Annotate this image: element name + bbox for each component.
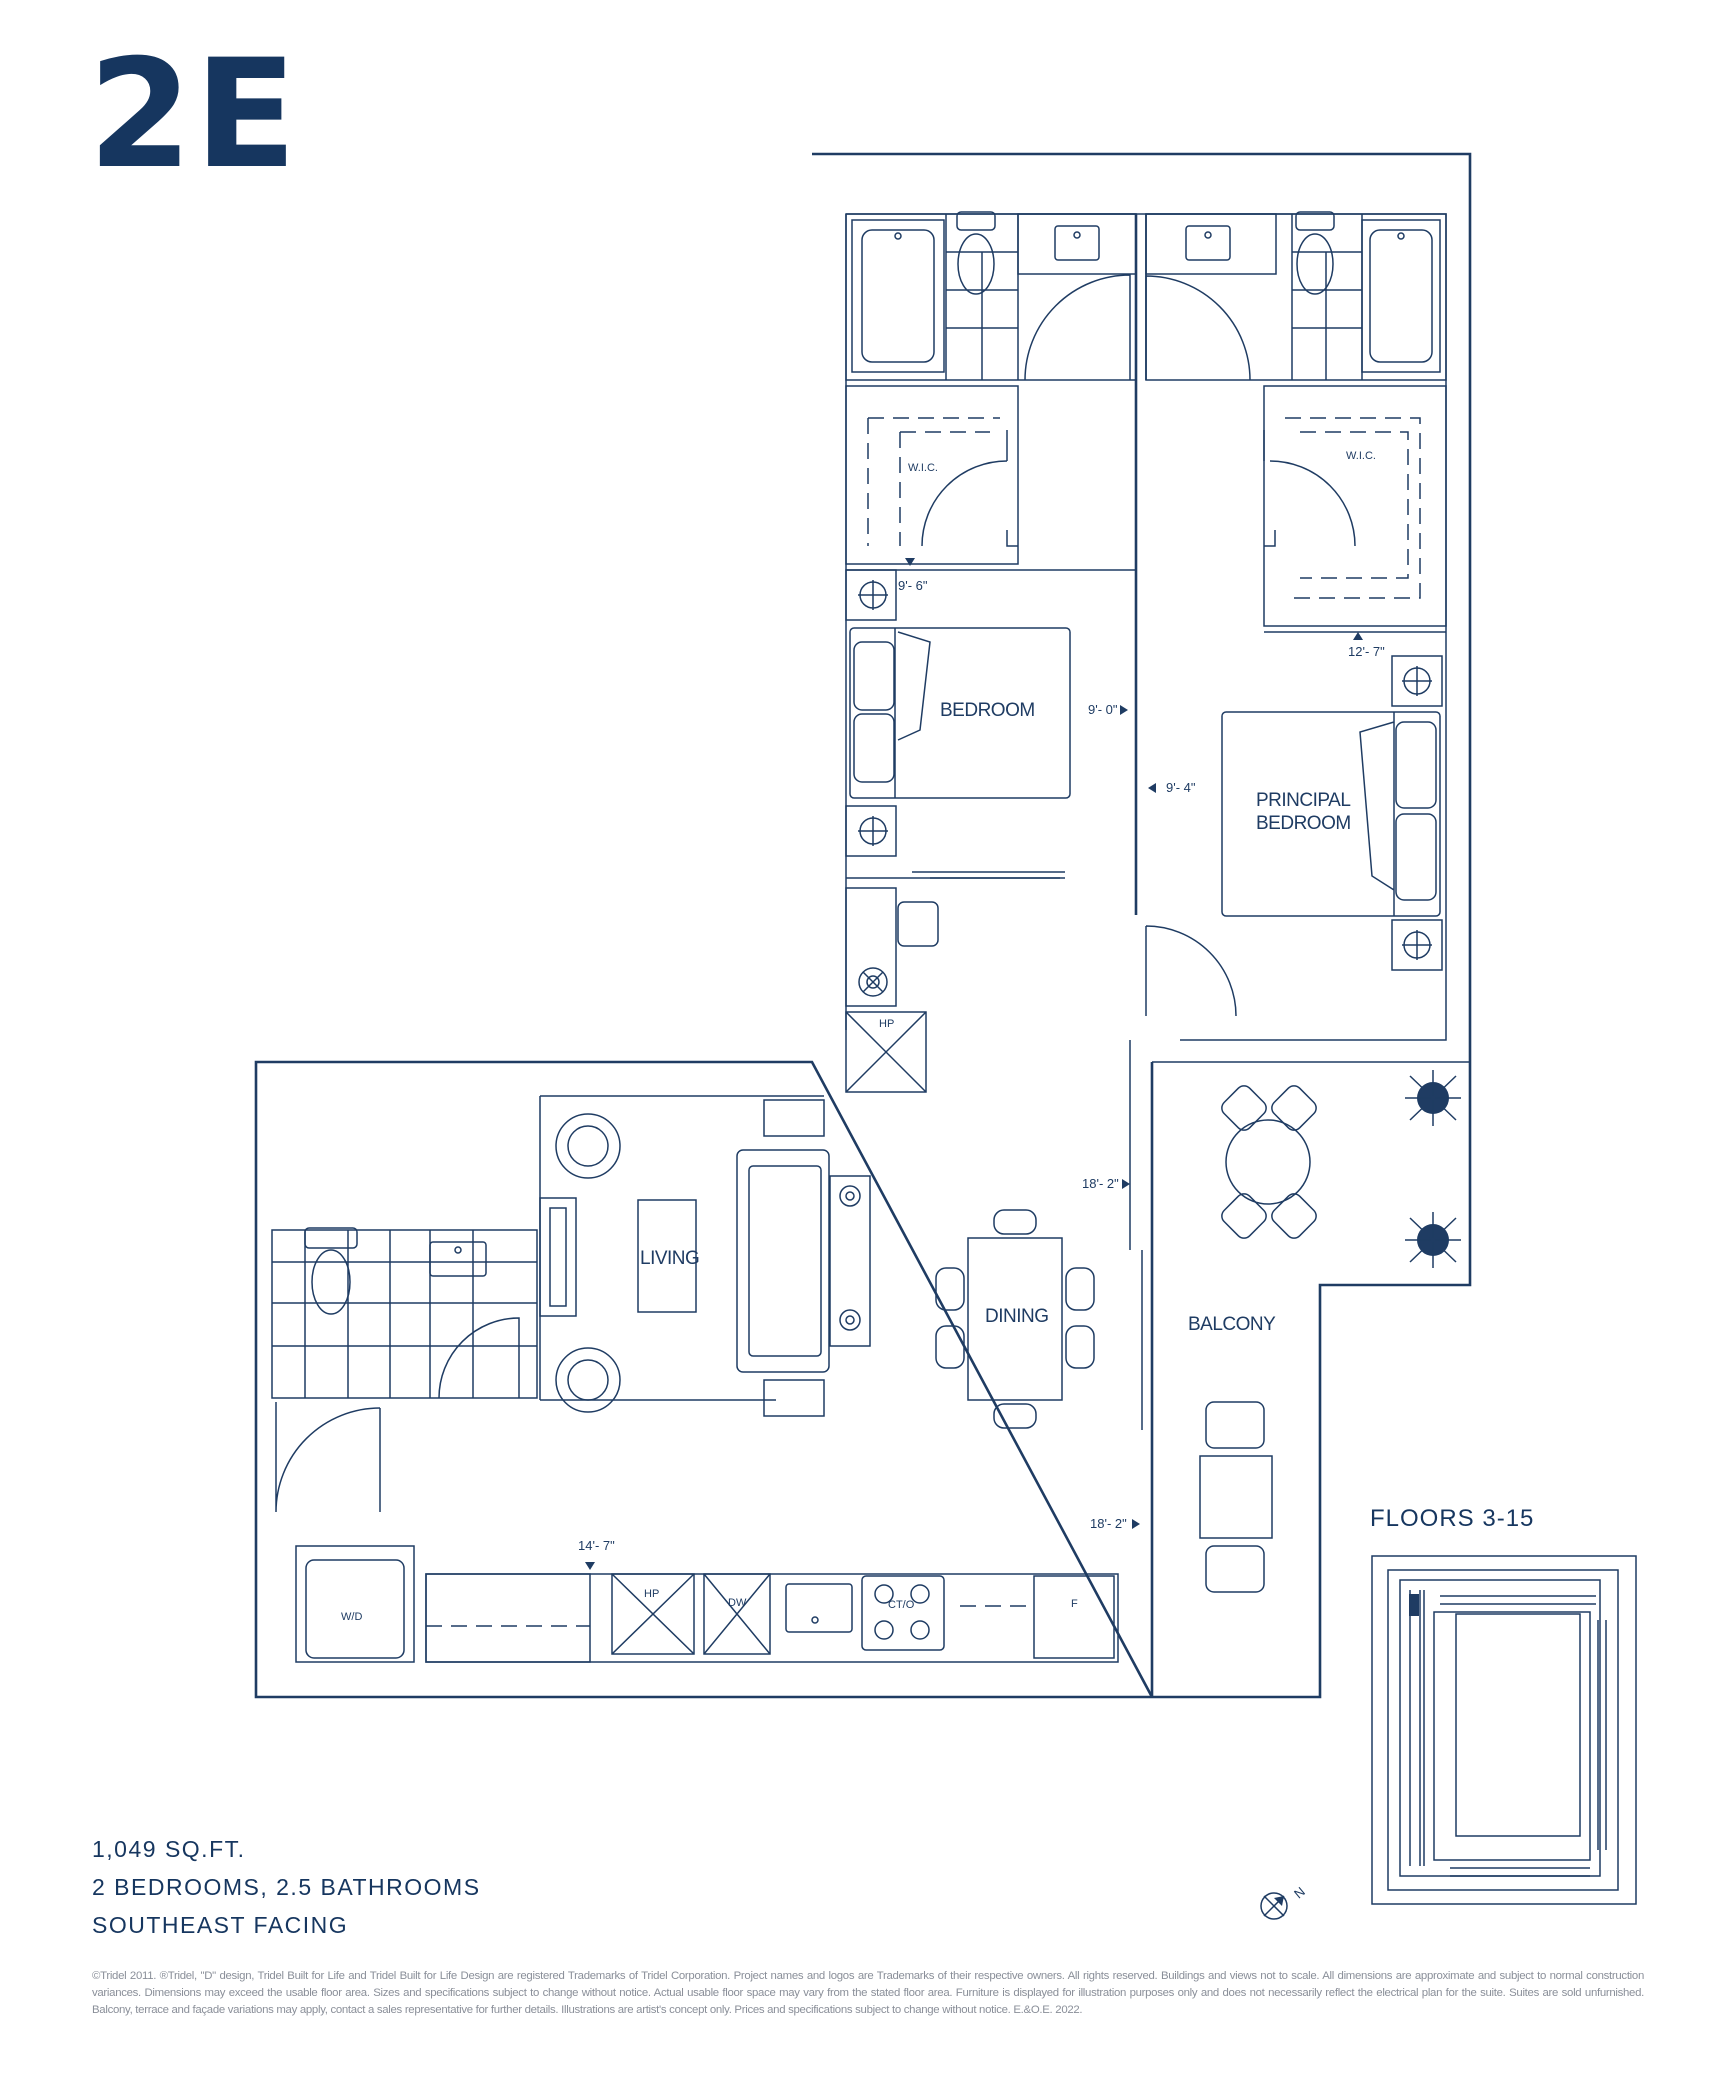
- dim-living-dining-upper: 18'- 2": [1082, 1176, 1119, 1191]
- dim-principal-width: 12'- 7": [1348, 644, 1385, 659]
- dim-living-dining-lower: 18'- 2": [1090, 1516, 1127, 1531]
- bedroom: BEDROOM: [845, 569, 1136, 879]
- suite-stats: 1,049 SQ.FT. 2 BEDROOMS, 2.5 BATHROOMS S…: [92, 1830, 481, 1944]
- fridge-label: F: [1071, 1598, 1078, 1610]
- entry: [275, 1402, 381, 1513]
- unit-name: 2E: [88, 28, 299, 202]
- wic-right: W.I.C.: [1263, 385, 1447, 627]
- hall-storage: HP: [845, 887, 939, 1093]
- key-plan-title: FLOORS 3-15: [1370, 1505, 1535, 1532]
- living-area: LIVING: [539, 1095, 871, 1417]
- suite-area: 1,049 SQ.FT.: [92, 1836, 246, 1862]
- plant-icon: [1405, 1070, 1461, 1126]
- principal-bedroom-label-1: PRINCIPAL: [1256, 790, 1350, 811]
- balcony-label: BALCONY: [1188, 1314, 1276, 1335]
- principal-bedroom: PRINCIPAL BEDROOM: [1145, 631, 1446, 1017]
- cooktop-label: CT/O: [888, 1599, 915, 1611]
- dining-area: DINING: [935, 1209, 1095, 1429]
- principal-bedroom-label-2: BEDROOM: [1256, 813, 1351, 834]
- kitchen: W/D HP DW CT/O F: [295, 1545, 1119, 1663]
- dim-bedroom-width: 9'- 6": [898, 578, 928, 593]
- suite-facing: SOUTHEAST FACING: [92, 1912, 349, 1938]
- dim-bedroom-length: 9'- 0": [1088, 702, 1118, 717]
- north-arrow-icon: N: [1260, 1884, 1308, 1920]
- north-label: N: [1291, 1884, 1308, 1902]
- wic-left: W.I.C.: [845, 385, 1019, 565]
- key-plan: [1371, 1555, 1637, 1905]
- living-label: LIVING: [640, 1248, 699, 1269]
- balcony: BALCONY: [1129, 1039, 1470, 1697]
- legal-disclaimer: ©Tridel 2011. ®Tridel, "D" design, Tride…: [92, 1970, 1644, 2016]
- bedroom-label: BEDROOM: [940, 700, 1035, 721]
- powder-room: [271, 1227, 538, 1399]
- dim-kitchen: 14'- 7": [578, 1538, 615, 1553]
- dimensions: 9'- 6" 9'- 0" 12'- 7" 9'- 4" 18'- 2" 18'…: [578, 558, 1385, 1570]
- wic-right-label: W.I.C.: [1346, 450, 1376, 462]
- wic-left-label: W.I.C.: [908, 462, 938, 474]
- ensuite-bathroom-right: [1145, 211, 1447, 381]
- suite-bedrooms: 2 BEDROOMS, 2.5 BATHROOMS: [92, 1874, 481, 1900]
- dining-label: DINING: [985, 1306, 1049, 1327]
- dw-label: DW: [728, 1597, 747, 1609]
- plant-icon: [1405, 1212, 1461, 1268]
- hp-closet-label: HP: [879, 1018, 894, 1030]
- ensuite-bathroom-left: [845, 211, 1137, 381]
- wd-label: W/D: [341, 1611, 362, 1623]
- dim-principal-length: 9'- 4": [1166, 780, 1196, 795]
- hp-kitchen-label: HP: [644, 1588, 659, 1600]
